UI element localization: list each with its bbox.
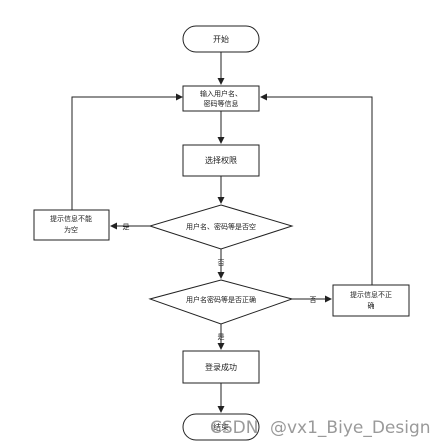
decision-empty-label: 用户名、密码等是否空: [186, 222, 256, 231]
input-label-line2: 密码等信息: [204, 99, 239, 108]
start-label: 开始: [213, 34, 229, 44]
edge-label-no-empty: 否: [218, 259, 225, 267]
prompt-wrong-line1: 提示信息不正: [350, 290, 392, 299]
connectors: [71, 52, 373, 413]
select-role-label: 选择权限: [205, 155, 237, 165]
login-success-node: 登录成功: [182, 350, 260, 384]
prompt-empty-line2: 为空: [64, 225, 78, 234]
prompt-empty-node: 提示信息不能 为空: [33, 209, 110, 241]
end-label: 结束: [213, 422, 229, 432]
start-node: 开始: [182, 25, 260, 53]
decision-correct-label: 用户名密码等是否正确: [186, 295, 256, 304]
end-node: 结束: [182, 413, 260, 441]
watermark: CSDN @vx1_Biye_Design: [210, 418, 431, 438]
prompt-empty-line1: 提示信息不能: [50, 214, 92, 223]
edge-prompt-wrong-back: [260, 93, 373, 285]
edge-prompt-empty-back: [71, 93, 183, 210]
edge-label-no-correct: 否: [310, 296, 317, 304]
prompt-wrong-line2: 确: [368, 301, 375, 310]
edge-label-yes-empty: 是: [123, 223, 130, 231]
decision-empty-node: 用户名、密码等是否空: [148, 204, 294, 250]
watermark-prefix: CSDN: [210, 418, 258, 438]
prompt-wrong-node: 提示信息不正 确: [332, 284, 410, 317]
select-role-node: 选择权限: [182, 144, 260, 177]
edge-label-yes-correct: 是: [218, 333, 225, 341]
watermark-handle: @vx1_Biye_Design: [270, 418, 431, 438]
decision-correct-node: 用户名密码等是否正确: [148, 279, 294, 325]
input-node: 输入用户名、 密码等信息: [182, 85, 260, 112]
login-success-label: 登录成功: [205, 362, 237, 372]
input-label-line1: 输入用户名、: [200, 89, 242, 98]
